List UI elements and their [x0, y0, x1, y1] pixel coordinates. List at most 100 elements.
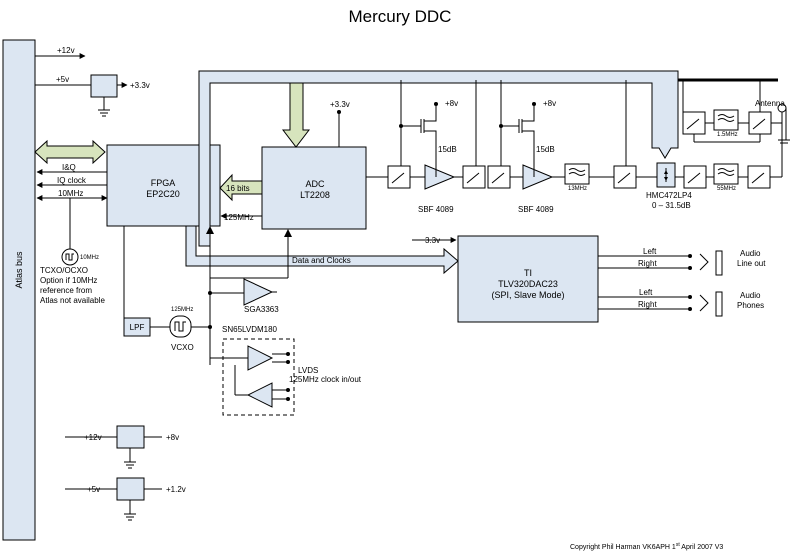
switch-icon — [751, 172, 765, 184]
amp2-supply-label: +8v — [543, 99, 556, 108]
amp1-gain-label: 15dB — [438, 145, 457, 154]
reg1-in-label: +12v — [84, 433, 102, 442]
lvds-label-2: 125MHz clock in/out — [289, 375, 362, 384]
rail-3v3-top-label: +3.3v — [130, 81, 150, 90]
adc-label-2: LT2208 — [300, 190, 330, 200]
reg2-in-label: +5v — [87, 485, 100, 494]
adc-label-1: ADC — [305, 179, 325, 189]
audio-jack-icon — [715, 291, 723, 317]
tlv-label-2: TLV320DAC23 — [498, 279, 558, 289]
iq-label: I&Q — [62, 163, 76, 172]
regulator-1v2 — [116, 477, 145, 501]
switch-icon — [391, 172, 405, 184]
amp2-gain-label: 15dB — [536, 145, 555, 154]
tcxo-label-3: reference from — [40, 286, 92, 295]
atlas-fpga-bus — [34, 139, 106, 165]
sga-label: SGA3363 — [244, 305, 279, 314]
switch-icon — [617, 172, 631, 184]
audio1-right-label: Right — [638, 259, 657, 268]
clock-trunk-arrow — [206, 226, 214, 234]
filter-icon — [568, 168, 586, 176]
vcxo-freq: 125MHz — [171, 307, 193, 313]
bits-16-label: 16 bits — [226, 184, 250, 193]
junction-dot — [399, 124, 403, 128]
regulator-3v3 — [90, 74, 118, 98]
clk-125-label: 125MHz — [224, 213, 254, 222]
filter-icon — [717, 114, 735, 122]
switch-icon — [466, 172, 480, 184]
antenna-label: Antenna — [755, 99, 785, 108]
fpga-label-1: FPGA — [151, 178, 176, 188]
reg2-out-label: +1.2v — [166, 485, 186, 494]
amp1-part-label: SBF 4089 — [418, 205, 454, 214]
audio-jack-icon — [715, 250, 723, 276]
regulator-8v — [116, 425, 145, 449]
tcxo-label-2: Option if 10MHz — [40, 276, 97, 285]
lvds-pin — [286, 352, 290, 356]
control-bus-arrow — [198, 70, 679, 247]
audio2-right-label: Right — [638, 300, 657, 309]
switch-icon — [686, 118, 700, 130]
diagram-title: Mercury DDC — [349, 7, 452, 26]
lvds-receiver — [246, 382, 273, 408]
ground-symbol — [124, 513, 136, 521]
tcxo-symbol — [61, 248, 79, 266]
lvds-pin — [286, 397, 290, 401]
tcxo-freq: 10MHz — [80, 255, 99, 261]
tlv-block — [457, 235, 599, 323]
sga-amplifier — [243, 278, 274, 306]
antenna-icon — [778, 108, 790, 144]
filter-icon — [717, 168, 735, 176]
amp2-part-label: SBF 4089 — [518, 205, 554, 214]
adc-supply-dot — [337, 110, 341, 114]
audio2-left-label: Left — [639, 288, 653, 297]
adc-block — [261, 146, 367, 230]
junction-dot — [499, 124, 503, 128]
atlas-bus-label: Atlas bus — [14, 251, 24, 289]
bits-16-arrow — [219, 173, 263, 202]
ground-symbol — [98, 109, 110, 117]
amp1-supply-dot — [434, 102, 438, 106]
copyright: Copyright Phil Harman VK6APH 1st April 2… — [570, 542, 723, 551]
lvds-chip-label: SN65LVDM180 — [222, 325, 278, 334]
lpf-label: LPF — [130, 323, 145, 332]
audio1-label-2: Line out — [737, 259, 766, 268]
reg1-out-label: +8v — [166, 433, 179, 442]
fpga-label-2: EP2C20 — [146, 189, 180, 199]
adc-bus-arrow — [281, 82, 311, 148]
atlas-bus — [2, 39, 36, 541]
attenuator-icon — [664, 170, 668, 181]
ground-symbol — [124, 461, 136, 469]
adc-supply-label: +3.3v — [330, 100, 350, 109]
audio1-label-1: Audio — [740, 249, 761, 258]
hmc-label-1: HMC472LP4 — [646, 191, 692, 200]
audio2-label-1: Audio — [740, 291, 761, 300]
tlv-label-1: TI — [524, 268, 532, 278]
lvds-pin — [286, 388, 290, 392]
amp-2 — [522, 164, 554, 190]
lvds-label-1: LVDS — [298, 366, 318, 375]
amp-1 — [424, 164, 456, 190]
amp2-transistor — [522, 106, 535, 177]
hmc-label-2: 0 – 31.5dB — [652, 201, 691, 210]
switch-icon — [491, 172, 505, 184]
data-clocks-label: Data and Clocks — [292, 256, 351, 265]
lvds-pin — [286, 360, 290, 364]
jack-pin — [688, 307, 692, 311]
tlv-supply-label: 3.3v — [425, 236, 440, 245]
vcxo-symbol — [169, 315, 192, 338]
tcxo-label-4: Atlas not available — [40, 296, 105, 305]
clock-to-adc-arrow — [284, 229, 292, 237]
tcxo-wave — [65, 253, 74, 261]
vcxo-label: VCXO — [171, 343, 194, 352]
lpf-13mhz-label: 13MHz — [568, 186, 587, 192]
jack-pin — [688, 254, 692, 258]
amp1-transistor — [424, 106, 437, 177]
lpf-55mhz-label: 55MHz — [717, 186, 736, 192]
audio2-label-2: Phones — [737, 301, 764, 310]
switch-icon — [687, 172, 701, 184]
data-clocks-arrow — [185, 225, 459, 275]
ten-mhz-label: 10MHz — [58, 189, 83, 198]
amp1-supply-label: +8v — [445, 99, 458, 108]
